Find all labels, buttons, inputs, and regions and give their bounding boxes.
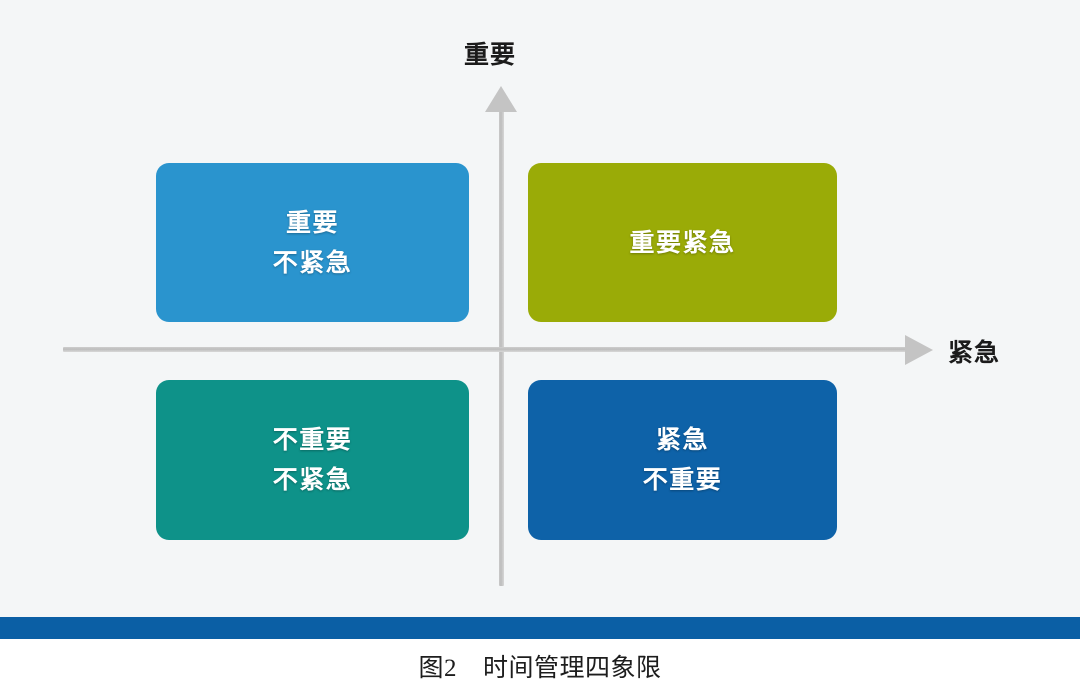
quadrant-body xyxy=(528,380,837,540)
quadrant-label-line: 不紧急 xyxy=(272,466,353,494)
vertical-axis-label: 重要 xyxy=(464,41,517,69)
quadrant-label-line: 不重要 xyxy=(642,466,723,494)
quadrant-label: 紧急 不重要 xyxy=(643,420,723,500)
quadrant-label: 不重要 不紧急 xyxy=(273,420,353,500)
quadrant-label-line: 重要 xyxy=(285,208,339,237)
horizontal-axis-line xyxy=(63,347,911,352)
arrow-up-icon xyxy=(485,86,517,112)
horizontal-axis-label: 紧急 xyxy=(948,339,1001,367)
quadrant-body xyxy=(528,163,837,322)
quadrant-label: 重要 不紧急 xyxy=(273,203,353,283)
quadrant-label: 重要紧急 xyxy=(629,223,735,263)
quadrant-important-not-urgent[interactable]: 重要 不紧急 xyxy=(156,163,478,330)
quadrant-label-line: 重要紧急 xyxy=(629,228,736,257)
vertical-axis-line xyxy=(499,103,504,586)
bottom-accent-bar xyxy=(0,617,1080,639)
figure-caption-title: 时间管理四象限 xyxy=(483,655,662,682)
quadrant-label-line: 紧急 xyxy=(655,426,709,454)
quadrant-label-line: 不紧急 xyxy=(272,248,353,277)
figure-caption-number: 图2 xyxy=(418,655,457,682)
quadrant-body xyxy=(156,163,469,322)
quadrant-body xyxy=(156,380,469,540)
quadrant-not-important-not-urgent[interactable]: 不重要 不紧急 xyxy=(156,380,478,548)
quadrant-urgent-not-important[interactable]: 紧急 不重要 xyxy=(528,380,846,548)
figure-caption: 图2 时间管理四象限 xyxy=(0,648,1080,684)
quadrant-important-urgent[interactable]: 重要紧急 xyxy=(528,163,846,330)
diagram-canvas: 重要 紧急 重要 不紧急 重要紧急 xyxy=(0,0,1080,617)
arrow-right-icon xyxy=(905,335,933,365)
quadrant-label-line: 不重要 xyxy=(272,426,353,454)
